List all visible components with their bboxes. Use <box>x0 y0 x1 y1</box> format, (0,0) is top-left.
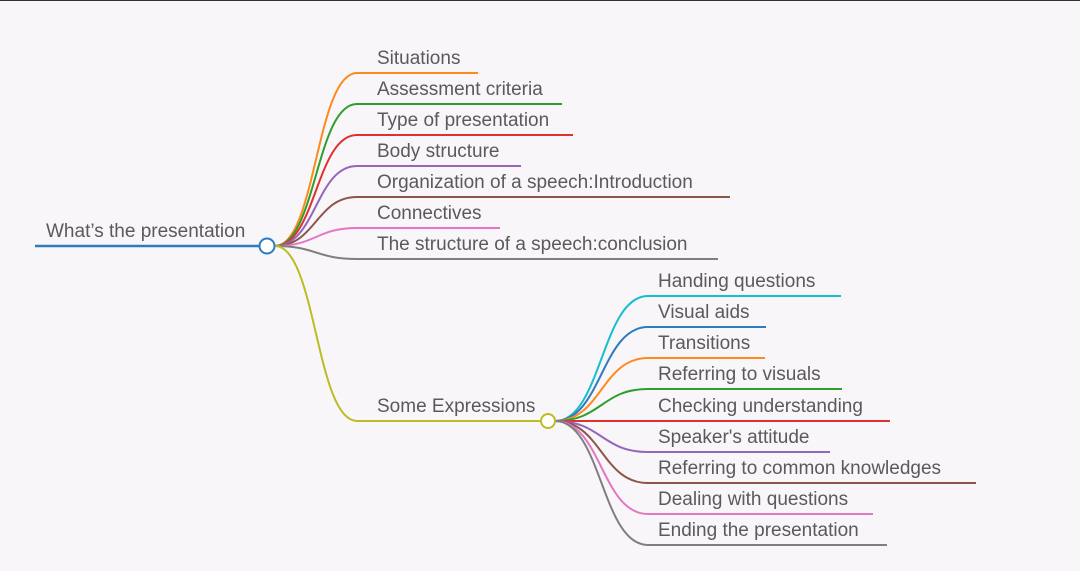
branch-connector <box>274 196 358 247</box>
collapse-toggle-icon <box>258 237 276 255</box>
collapse-toggle-icon <box>540 413 556 429</box>
branch-node[interactable]: The structure of a speech:conclusion <box>377 234 688 255</box>
sub-branch-connector <box>554 388 649 422</box>
sub-branch-node[interactable]: Referring to visuals <box>658 364 821 385</box>
sub-branch-connector <box>554 420 649 484</box>
branch-connector <box>274 165 358 247</box>
sub-branch-node[interactable]: Handing questions <box>658 271 816 292</box>
branch-connector <box>274 134 358 247</box>
root-node[interactable]: What’s the presentation <box>46 221 246 242</box>
branch-connector <box>274 103 358 247</box>
sub-branch-node[interactable]: Visual aids <box>658 302 750 323</box>
branch-node[interactable]: Situations <box>377 48 461 69</box>
branch-connector <box>274 245 358 260</box>
sub-branch-connector <box>554 357 649 422</box>
sub-branch-node[interactable]: Ending the presentation <box>658 520 859 541</box>
branch-node[interactable]: Organization of a speech:Introduction <box>377 172 693 193</box>
branch-node[interactable]: Some Expressions <box>377 396 536 417</box>
branch-node[interactable]: Type of presentation <box>377 110 550 131</box>
branch-node[interactable]: Assessment criteria <box>377 79 543 100</box>
sub-branch-node[interactable]: Checking understanding <box>658 396 863 417</box>
sub-branch-connector <box>554 420 649 515</box>
branch-connector <box>274 245 358 422</box>
sub-branch-node[interactable]: Dealing with questions <box>658 489 849 510</box>
sub-branch-node[interactable]: Speaker's attitude <box>658 427 810 448</box>
sub-branch-connector <box>554 326 649 422</box>
sub-branch-node[interactable]: Transitions <box>658 333 751 354</box>
sub-branch-connector <box>554 295 649 422</box>
sub-branch-connector <box>554 420 649 546</box>
branch-node[interactable]: Body structure <box>377 141 500 162</box>
branch-node[interactable]: Connectives <box>377 203 482 224</box>
sub-branch-node[interactable]: Referring to common knowledges <box>658 458 942 479</box>
